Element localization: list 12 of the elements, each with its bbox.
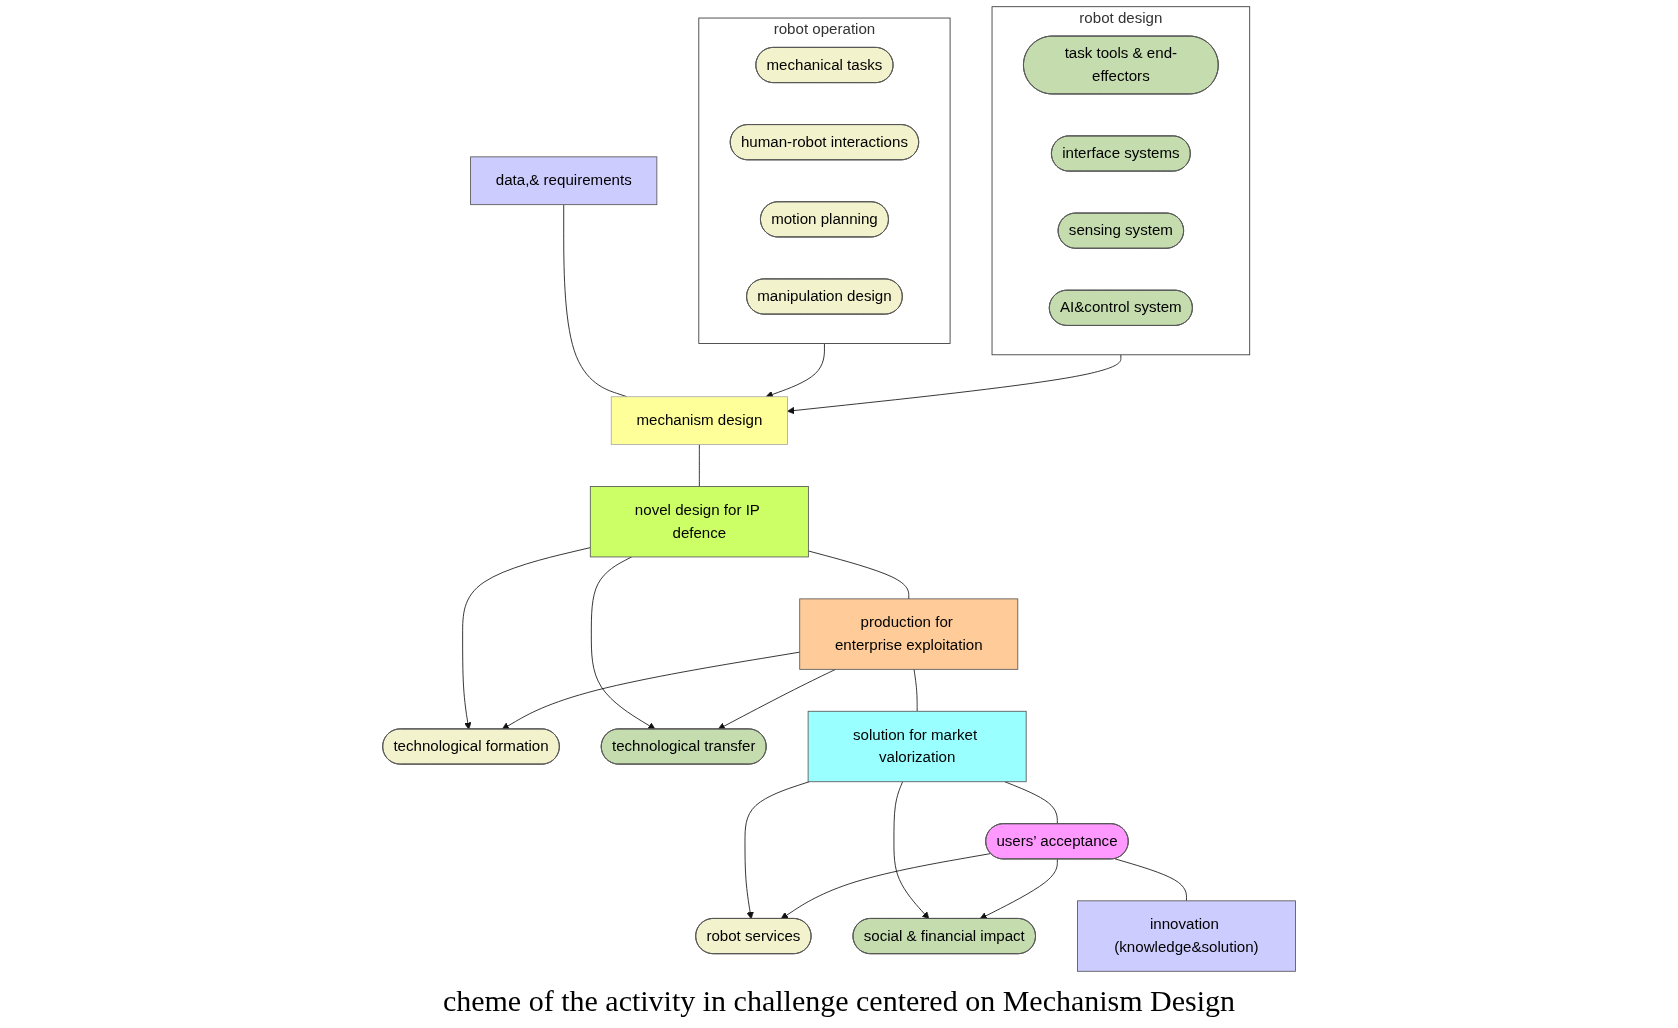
- node-box: production for enterprise exploitation: [799, 598, 1019, 670]
- connector: [1004, 781, 1058, 825]
- node-box: data,& requirements: [470, 156, 658, 206]
- node-box: solution for market valorization: [807, 710, 1027, 783]
- connector: [807, 550, 910, 600]
- node-box: mechanism design: [610, 396, 788, 445]
- node-box: innovation (knowledge&solution): [1076, 900, 1296, 972]
- node-box: novel design for IP defence: [589, 486, 809, 558]
- connector: [1114, 858, 1187, 902]
- connector: [913, 668, 918, 712]
- connector: [698, 444, 700, 487]
- caption: cheme of the activity in challenge centered on Mechanism Design: [442, 983, 1236, 1019]
